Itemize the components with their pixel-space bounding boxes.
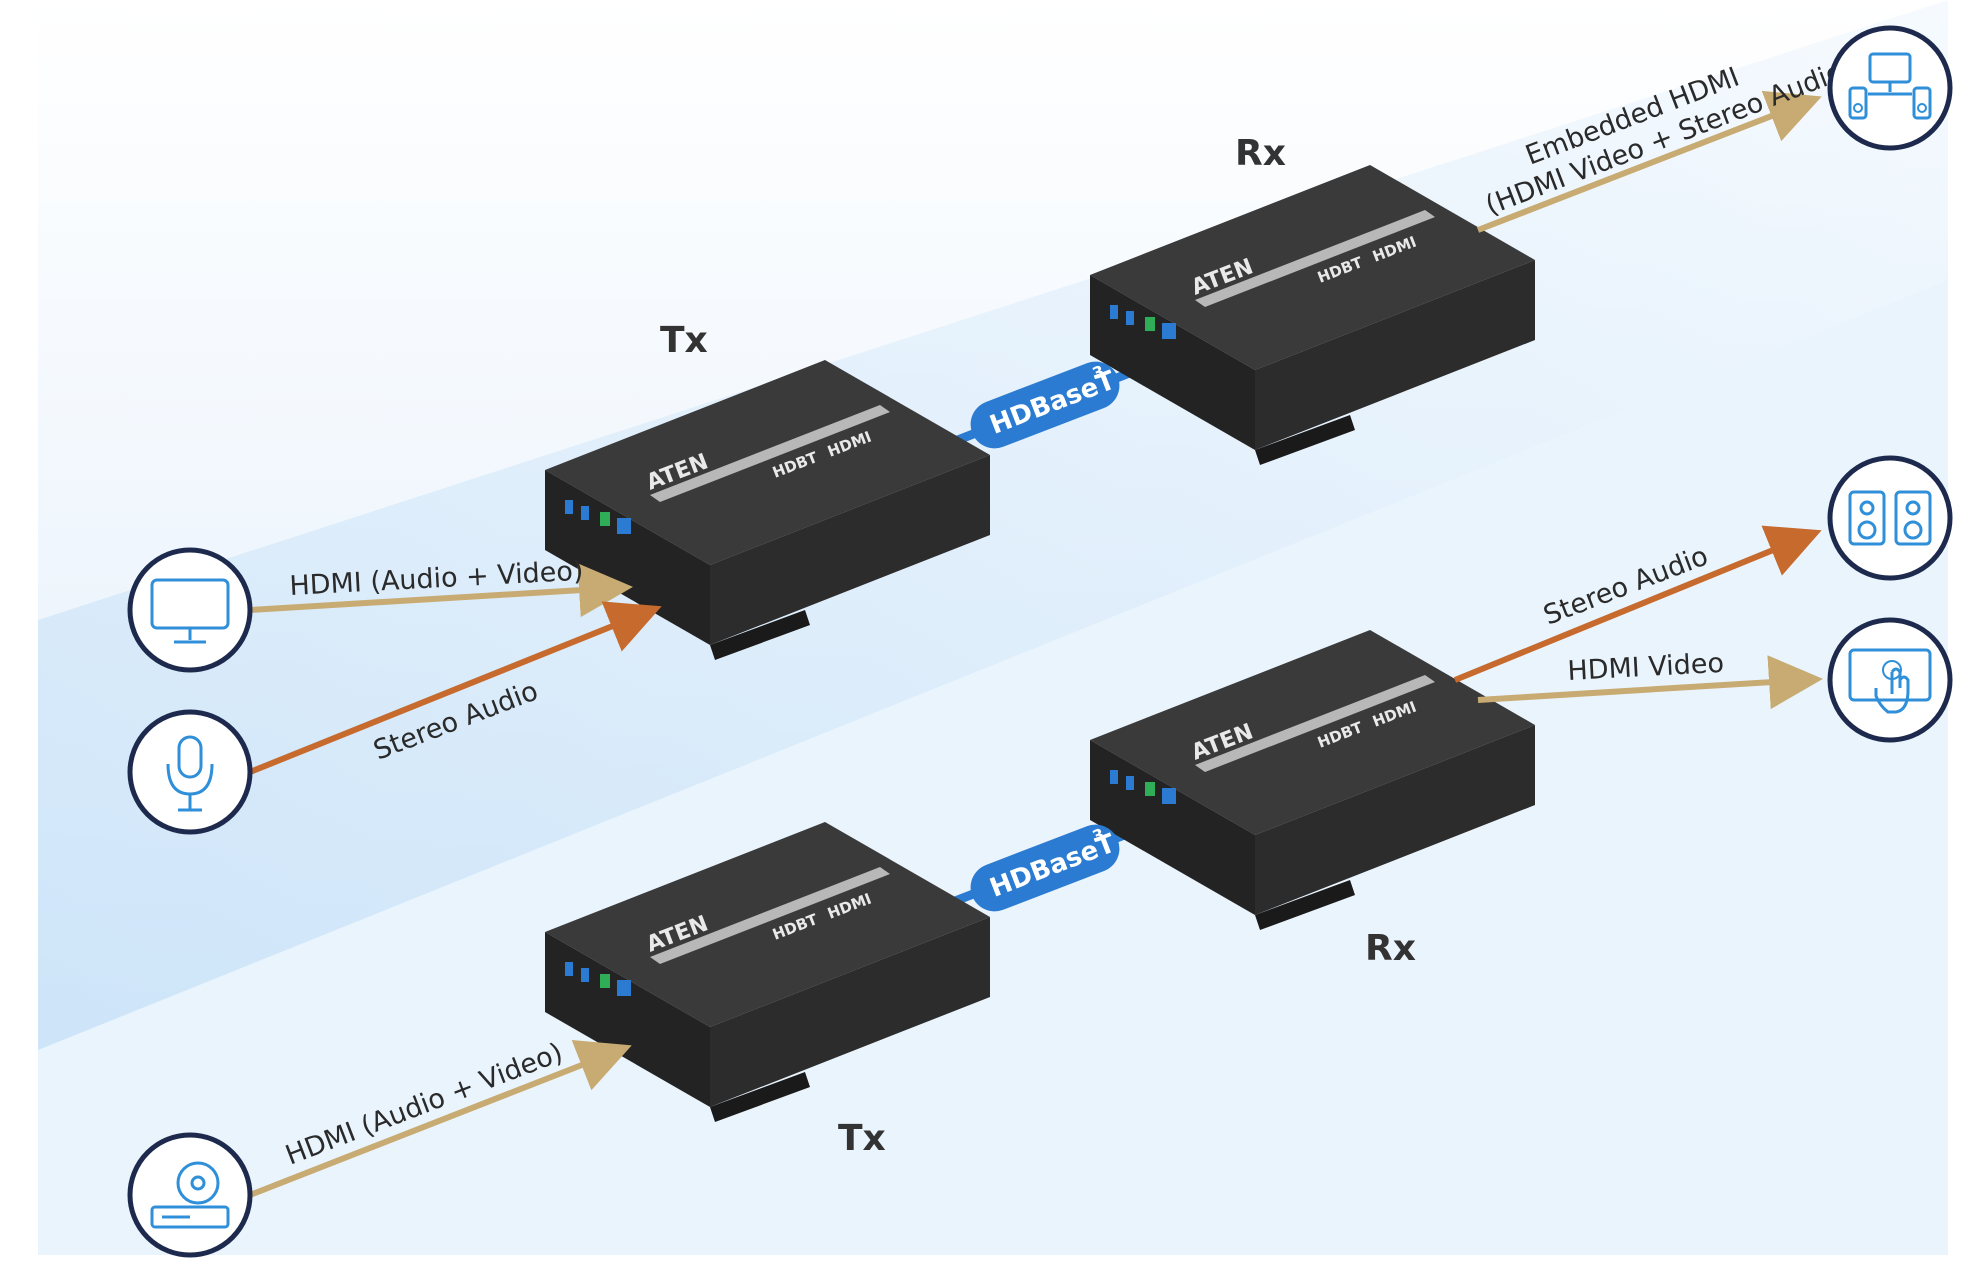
top-scenario: ATEN HDBT HDMI ATEN HDBT HDMI: [127, 25, 1953, 835]
rx-label-bottom: Rx: [1365, 928, 1416, 969]
touch-display-icon: [1827, 617, 1953, 743]
embedded-hdmi-output-arrow: [1476, 90, 1822, 233]
rx-device-bottom: ATEN HDBT HDMI: [1090, 630, 1535, 930]
tx-label-bottom: Tx: [838, 1118, 886, 1159]
monitor-icon: [127, 547, 253, 673]
background-diagonal-band: [38, 280, 1948, 1255]
audio-output-arrow-bottom: [1453, 525, 1822, 683]
tx-device-top: ATEN HDBT HDMI: [545, 360, 990, 660]
home-theater-icon: [1827, 25, 1953, 151]
video-output-arrow-bottom: [1477, 655, 1823, 710]
tx-device-bottom: ATEN HDBT HDMI: [545, 822, 990, 1122]
rx-label-top: Rx: [1235, 133, 1286, 174]
tx-label-top: Tx: [660, 320, 708, 361]
audio-input-arrow-top: [248, 601, 662, 775]
hdmi-input-arrow-top: [249, 563, 633, 618]
bottom-scenario: ATEN HDBT HDMI ATEN HDBT HDMI HDBaseT: [127, 455, 1953, 1258]
microphone-icon: [127, 709, 253, 835]
rx-device-top: ATEN HDBT HDMI: [1090, 165, 1535, 465]
hdmi-input-arrow-bottom: [248, 1039, 632, 1198]
media-player-icon: [127, 1132, 253, 1258]
speakers-icon: [1827, 455, 1953, 581]
